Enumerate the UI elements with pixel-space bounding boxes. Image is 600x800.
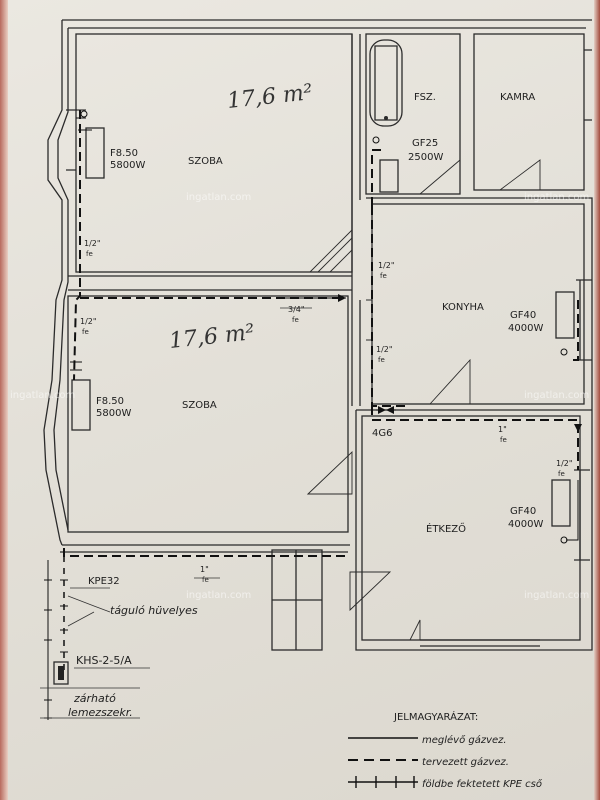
watermark-5: ingatlan.com: [186, 590, 251, 601]
konyha-heater-power: 4000W: [508, 323, 543, 334]
pipe-p1-size: 1/2": [84, 239, 101, 248]
pipe-p2-size: 1/2": [80, 317, 97, 326]
paper-edge-left: [0, 0, 8, 800]
heater2-model: F8.50: [96, 396, 124, 407]
buried-kpe-pipe: [44, 556, 69, 720]
pipe-p8-material: fe: [202, 576, 209, 584]
walls: [43, 19, 593, 651]
paper-edge-right: [594, 0, 600, 800]
pipe-p5-material: fe: [378, 356, 385, 364]
pipe-p2-material: fe: [82, 328, 89, 336]
pipe-p8-size: 1": [200, 565, 209, 574]
etkezo-heater-box: [551, 479, 571, 527]
pipe-p5-size: 1/2": [376, 345, 393, 354]
heater1-box: [85, 127, 105, 179]
pipe-p4-size: 1/2": [378, 261, 395, 270]
pipe-p3-size: 3/4": [288, 305, 305, 314]
pipe-p7-material: fe: [558, 470, 565, 478]
boiler-model: GF25: [412, 138, 438, 149]
cabinet-label-line1: zárható: [73, 692, 116, 705]
kpe-label: KPE32: [88, 576, 120, 587]
heater1-model: F8.50: [110, 148, 138, 159]
room-label-szoba-1: SZOBA: [188, 156, 223, 167]
boiler-box: [379, 159, 399, 193]
pipe-p7-size: 1/2": [556, 459, 573, 468]
legend-lines: [348, 737, 418, 788]
bathtub: [369, 39, 403, 127]
pipe-p6-material: fe: [500, 436, 507, 444]
etkezo-heater-model: GF40: [510, 506, 536, 517]
existing-gas-pipes: [280, 294, 582, 432]
etkezo-heater-power: 4000W: [508, 519, 543, 530]
konyha-heater-box: [555, 291, 575, 339]
pipe-p1-material: fe: [86, 250, 93, 258]
khs-label: KHS-2-5/A: [76, 654, 132, 667]
room-label-fsz: FSZ.: [414, 92, 436, 103]
pipe-p3-material: fe: [292, 316, 299, 324]
sleeves-label: táguló hüvelyes: [110, 604, 198, 617]
watermark-1: ingatlan.com: [186, 192, 251, 203]
watermark-2: ingatlan.com: [524, 192, 589, 203]
legend-title: JELMAGYARÁZAT:: [393, 710, 478, 723]
konyha-heater-model: GF40: [510, 310, 536, 321]
legend-planned: tervezett gázvez.: [422, 756, 509, 768]
heater2-power: 5800W: [96, 408, 131, 419]
boiler-power: 2500W: [408, 152, 443, 163]
area-note-szoba-1: 17,6 m²: [226, 80, 314, 114]
planned-gas-pipes: [63, 110, 579, 557]
heater-boxes: [71, 127, 575, 527]
legend-buried: földbe fektetett KPE cső: [422, 778, 543, 790]
watermark-6: ingatlan.com: [524, 590, 589, 601]
room-label-szoba-2: SZOBA: [182, 400, 217, 411]
cabinet-label-line2: lemezszekr.: [68, 706, 133, 719]
area-note-szoba-2: 17,6 m²: [168, 320, 256, 354]
pipe-p4-material: fe: [380, 272, 387, 280]
heater1-power: 5800W: [110, 160, 145, 171]
watermark-4: ingatlan.com: [524, 390, 589, 401]
heater2-box: [71, 379, 91, 431]
room-label-konyha: KONYHA: [442, 302, 484, 313]
pipe-fittings: [70, 109, 579, 544]
room-label-kamra: KAMRA: [500, 92, 535, 103]
room-label-etkezo: ÉTKEZŐ: [426, 521, 466, 535]
legend-existing: meglévő gázvez.: [422, 734, 507, 746]
pipe-p6-size: 1": [498, 425, 507, 434]
watermark-3: ingatlan.com: [10, 390, 75, 401]
door-swings: [306, 159, 541, 641]
gas-meter-label: 4G6: [372, 428, 392, 439]
annotation-leaders: [40, 307, 312, 719]
